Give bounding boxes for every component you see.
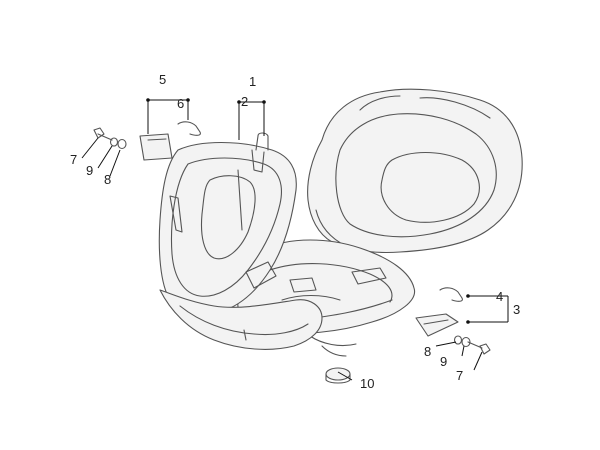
callout-7-left: 7 (70, 152, 77, 167)
nut-8-right (461, 336, 471, 348)
callout-1: 1 (249, 74, 256, 89)
callout-9-right: 9 (440, 354, 447, 369)
callout-2: 2 (241, 94, 248, 109)
screw-7-right (467, 341, 491, 355)
wire-clip-right (439, 287, 463, 302)
rubber-plug-10 (325, 367, 351, 384)
wire-clip-left (177, 121, 201, 136)
callout-5: 5 (159, 72, 166, 87)
callout-4: 4 (496, 289, 503, 304)
screw-7-left (93, 127, 113, 141)
callout-10: 10 (360, 376, 374, 391)
callout-8-left: 8 (104, 172, 111, 187)
callout-8-right: 8 (424, 344, 431, 359)
callout-7-right: 7 (456, 368, 463, 383)
leader-dots (146, 98, 470, 324)
mud-flap-left (139, 133, 173, 161)
scooter-frame-drawing (158, 88, 523, 357)
leader-lines (81, 99, 509, 381)
mud-flap-right (415, 313, 459, 337)
washer-9-left (109, 137, 119, 147)
washer-9-right (453, 335, 463, 345)
callout-3: 3 (513, 302, 520, 317)
nut-8-left (117, 138, 127, 150)
callout-6: 6 (177, 96, 184, 111)
callout-9-left: 9 (86, 163, 93, 178)
